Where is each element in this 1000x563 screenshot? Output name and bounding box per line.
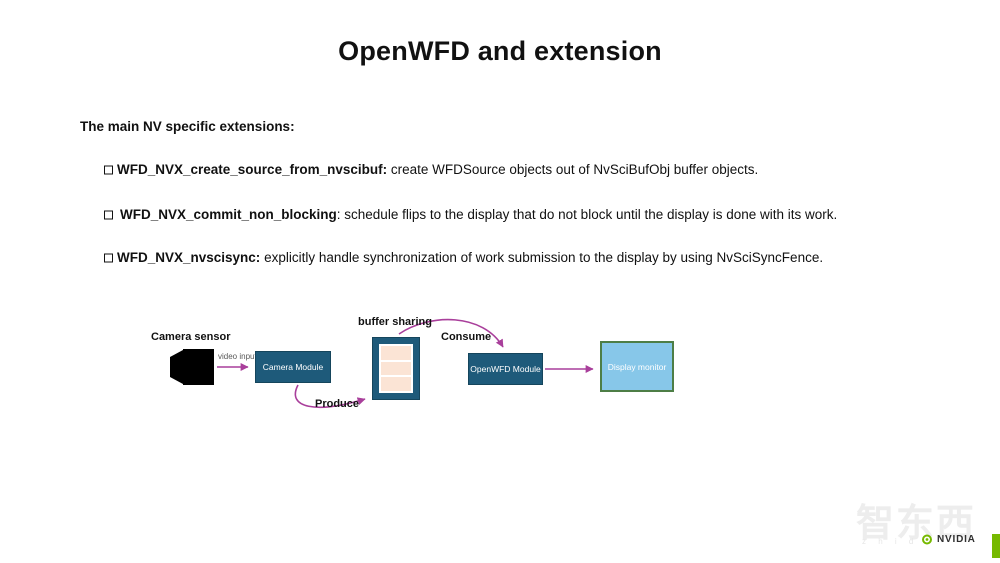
video-input-label: video input: [218, 352, 257, 361]
nvidia-wordmark: NVIDIA: [937, 534, 976, 545]
camera-sensor-label: Camera sensor: [151, 331, 231, 343]
bullet-desc: create WFDSource objects out of NvSciBuf…: [387, 162, 759, 177]
bullet-item: WFD_NVX_nvscisync: explicitly handle syn…: [104, 250, 823, 265]
buffer-frame: [381, 377, 411, 392]
nvidia-eye-icon: [922, 534, 932, 545]
intro-text: The main NV specific extensions:: [80, 119, 295, 134]
green-accent-bar: [992, 534, 1000, 558]
bullet-term: WFD_NVX_commit_non_blocking: [120, 207, 337, 222]
nvidia-logo: NVIDIA: [920, 534, 976, 545]
buffer-frame: [381, 346, 411, 360]
bullet-item: WFD_NVX_commit_non_blocking: schedule fl…: [104, 207, 837, 222]
camera-icon: [168, 346, 218, 393]
bullet-term: WFD_NVX_create_source_from_nvscibuf:: [117, 162, 388, 177]
openwfd-module-box: OpenWFD Module: [468, 353, 543, 385]
watermark-zhidongxi: 智东西: [856, 503, 977, 545]
bullet-desc: : schedule flips to the display that do …: [336, 207, 838, 222]
camera-module-box: Camera Module: [255, 351, 331, 383]
bullet-item: WFD_NVX_create_source_from_nvscibuf: cre…: [104, 162, 758, 177]
bullet-desc: explicitly handle synchronization of wor…: [260, 250, 824, 265]
buffer-sharing-label: buffer sharing: [358, 316, 432, 328]
bullet-square-icon: [104, 253, 113, 263]
produce-label: Produce: [315, 398, 360, 410]
bullet-term: WFD_NVX_nvscisync:: [117, 250, 261, 265]
consume-label: Consume: [441, 331, 492, 343]
bullet-square-icon: [104, 165, 113, 175]
buffer-frames: [379, 344, 413, 393]
buffer-frame: [381, 361, 411, 376]
display-monitor-box: Display monitor: [600, 341, 674, 392]
bullet-square-icon: [104, 210, 113, 220]
page-title: OpenWFD and extension: [338, 36, 662, 66]
watermark-zhidx-letters: z h i d x: [862, 537, 935, 546]
buffer-box: [372, 337, 420, 400]
